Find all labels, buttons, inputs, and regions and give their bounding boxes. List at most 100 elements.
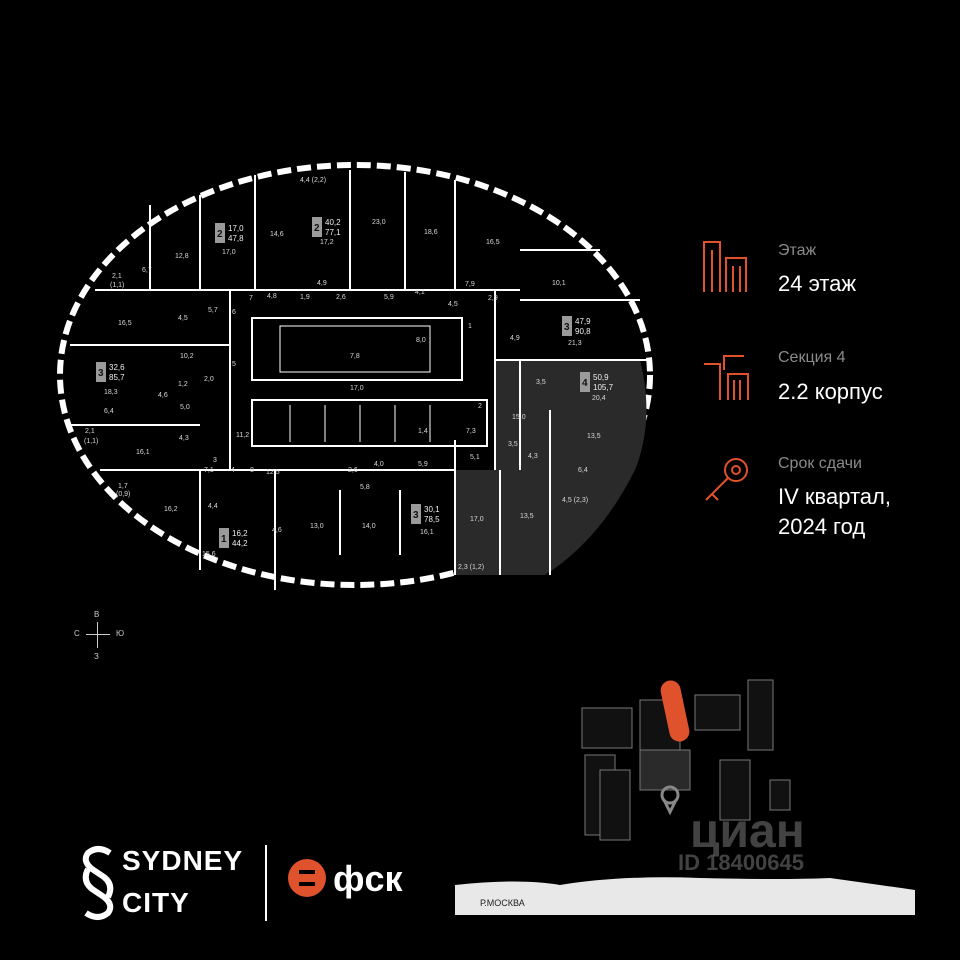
room-area: 4,4 [208, 503, 218, 510]
room-area: (1,1) [110, 282, 124, 289]
fsk-logo-icon [288, 859, 326, 897]
room-area: 2,0 [204, 376, 214, 383]
building-outline [57, 162, 653, 588]
svg-text:47,8: 47,8 [228, 234, 244, 243]
svg-text:40,2: 40,2 [325, 218, 341, 227]
svg-text:1: 1 [221, 534, 227, 545]
svg-text:2: 2 [314, 223, 320, 234]
brand-line1: SYDNEY [122, 845, 244, 876]
room-area: 18,6 [424, 229, 438, 236]
room-area: 6,4 [104, 408, 114, 415]
room-area: 6,7 [142, 267, 152, 274]
apartment-badge: 1 16,2 44,2 [219, 528, 248, 548]
floor-label: Этаж [778, 242, 817, 259]
room-area: 2,6 [348, 467, 358, 474]
brand-line2: CITY [122, 887, 190, 918]
room-area: 23,0 [372, 219, 386, 226]
compass-cross-vertical [97, 622, 98, 648]
key-icon [705, 458, 748, 501]
svg-text:105,7: 105,7 [593, 383, 614, 392]
svg-text:3: 3 [98, 368, 104, 379]
room-area: 1,4 [418, 428, 428, 435]
svg-text:77,1: 77,1 [325, 228, 341, 237]
svg-text:3: 3 [413, 510, 419, 521]
room-area: 4,5 [448, 301, 458, 308]
room-area: 5 [232, 361, 236, 368]
apartment-badge: 3 47,9 90,8 [562, 316, 591, 336]
section-icon [704, 355, 749, 400]
svg-text:50,9: 50,9 [593, 373, 609, 382]
room-area: 4,5 [178, 315, 188, 322]
room-area: 3 [213, 457, 217, 464]
room-area: 14,6 [270, 231, 284, 238]
room-area: 4,3 [528, 453, 538, 460]
compass-north: В [94, 610, 100, 619]
room-area: 3,5 [536, 379, 546, 386]
svg-text:47,9: 47,9 [575, 317, 591, 326]
apartment-badge: 3 32,6 85,7 [96, 362, 125, 382]
room-area: 4,6 [272, 527, 282, 534]
brand-divider [265, 845, 267, 921]
deadline-value-line1: IV квартал, [778, 484, 891, 509]
room-area: 6,4 [578, 467, 588, 474]
apartment-badge: 3 30,1 78,5 [411, 504, 440, 524]
svg-text:4: 4 [582, 378, 588, 389]
section-label: Секция 4 [778, 349, 846, 366]
room-area: 16,1 [136, 449, 150, 456]
room-area: 5,9 [418, 461, 428, 468]
room-area: 4,4 (2,2) [300, 177, 326, 184]
compass: В С Ю З [74, 610, 125, 662]
room-area: 15,0 [512, 414, 526, 421]
watermark: циан [690, 805, 805, 858]
interior-walls [70, 170, 650, 590]
room-area: 10,1 [552, 280, 566, 287]
room-area: 21,3 [568, 340, 582, 347]
room-area: 2 [478, 403, 482, 410]
room-area: 7,9 [465, 281, 475, 288]
river-label: Р.МОСКВА [480, 898, 525, 908]
svg-text:90,8: 90,8 [575, 327, 591, 336]
compass-west: С [74, 629, 80, 638]
room-area: 7,1 [204, 467, 214, 474]
room-area: 1,9 [300, 294, 310, 301]
svg-text:44,2: 44,2 [232, 539, 248, 548]
sydney-city-logo-icon [82, 846, 114, 920]
deadline-value-line2: 2024 год [778, 514, 866, 539]
room-area: 8 [250, 467, 254, 474]
room-area: 1,2 [178, 381, 188, 388]
apartment-badge: 2 17,0 47,8 [215, 223, 244, 243]
room-area: 4,8 [267, 293, 277, 300]
room-area: (1,1) [84, 438, 98, 445]
room-area: 1 [468, 323, 472, 330]
compass-east: Ю [116, 629, 125, 638]
svg-text:2: 2 [217, 229, 223, 240]
room-area: 16,2 [164, 506, 178, 513]
svg-text:16,2: 16,2 [232, 529, 248, 538]
room-area: 17,0 [470, 516, 484, 523]
room-area: 13,5 [520, 513, 534, 520]
room-area: 5,8 [360, 484, 370, 491]
room-area: 17,2 [320, 239, 334, 246]
room-area: 6 [232, 309, 236, 316]
room-area: 2,1 [112, 273, 122, 280]
room-area: 5,9 [384, 294, 394, 301]
room-area: 14,0 [362, 523, 376, 530]
room-area: 4,1 [415, 289, 425, 296]
room-area: 1,7 [118, 483, 128, 490]
room-area: 4 [231, 467, 235, 474]
room-area: 5,0 [180, 404, 190, 411]
room-area: 8,0 [416, 337, 426, 344]
compass-south: З [94, 652, 99, 661]
section-value: 2.2 корпус [778, 379, 883, 404]
svg-text:17,0: 17,0 [228, 224, 244, 233]
room-area: 4,9 [317, 280, 327, 287]
current-building-marker [660, 680, 690, 742]
room-area: 16,5 [118, 320, 132, 327]
room-area: 13,5 [587, 433, 601, 440]
svg-text:85,7: 85,7 [109, 373, 125, 382]
room-area: 4,6 [158, 392, 168, 399]
room-area: (0,9) [116, 491, 130, 498]
room-area: 4,3 [179, 435, 189, 442]
room-area: 5,1 [470, 454, 480, 461]
